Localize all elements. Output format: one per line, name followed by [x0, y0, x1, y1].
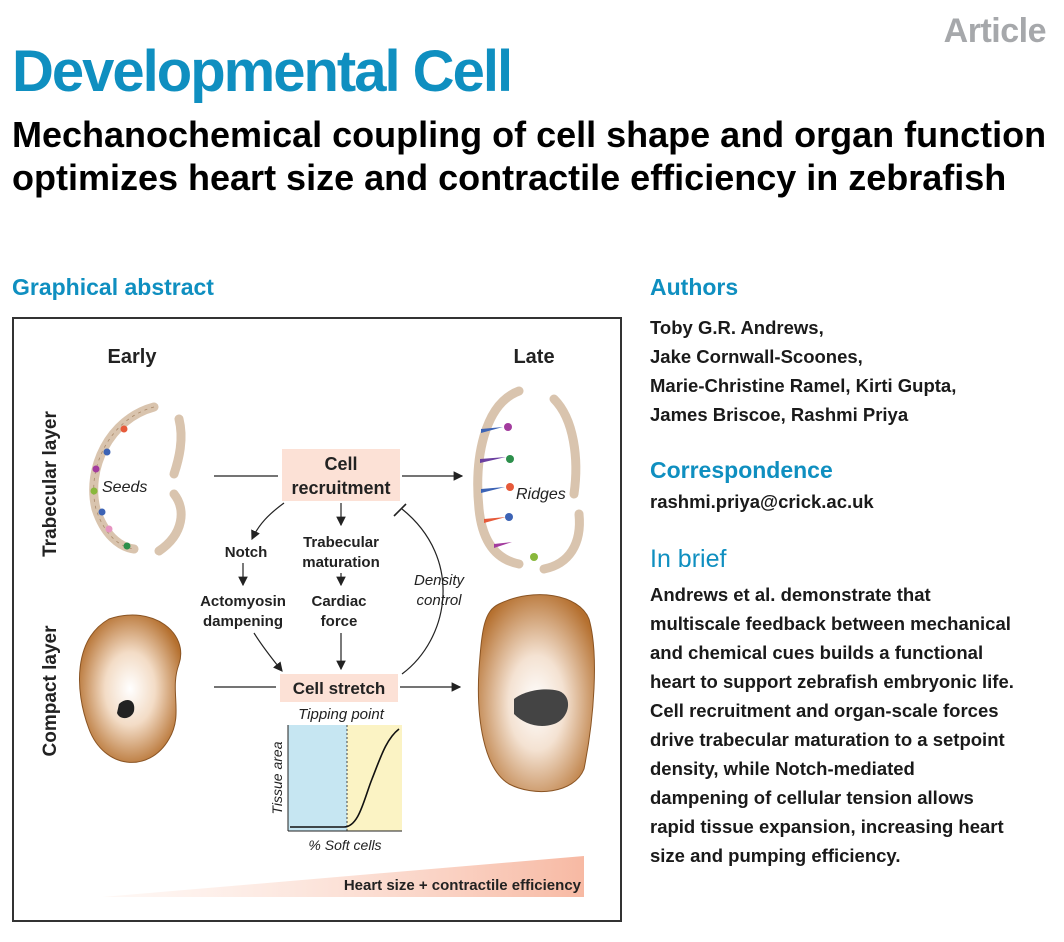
- late-compact-dark-patch: [514, 689, 569, 726]
- late-trabecular-tissue: [473, 386, 584, 574]
- in-brief-line: Andrews et al. demonstrate that: [650, 584, 931, 605]
- graphical-abstract-heading: Graphical abstract: [12, 274, 214, 300]
- in-brief-heading: In brief: [650, 545, 727, 573]
- correspondence-heading: Correspondence: [650, 457, 833, 483]
- compact-layer-label: Compact layer: [40, 625, 61, 757]
- in-brief-line: dampening of cellular tension allows: [650, 787, 974, 808]
- in-brief-line: heart to support zebrafish embryonic lif…: [650, 671, 1014, 692]
- author-line[interactable]: James Briscoe, Rashmi Priya: [650, 404, 909, 425]
- tissue-area-label: Tissue area: [269, 741, 285, 814]
- early-label: Early: [108, 346, 158, 368]
- early-trabecular-tissue: [89, 402, 186, 556]
- correspondence-email[interactable]: rashmi.priya@crick.ac.uk: [650, 491, 874, 512]
- cardiac-force-label: Cardiac: [311, 593, 366, 610]
- density-control-arrow: [401, 508, 444, 675]
- plot-region-yellow: [347, 725, 402, 831]
- tipping-point-label: Tipping point: [298, 706, 385, 723]
- in-brief-line: density, while Notch-mediated: [650, 758, 915, 779]
- late-label: Late: [513, 346, 554, 368]
- cell-recruitment-box: [282, 449, 400, 501]
- density-control-label: Density: [414, 572, 466, 589]
- plot-region-blue: [288, 725, 347, 831]
- sigmoid-curve: [290, 728, 400, 828]
- early-compact-dark-patch: [117, 699, 135, 719]
- in-brief-line: multiscale feedback between mechanical: [650, 613, 1011, 634]
- in-brief-line: size and pumping efficiency.: [650, 845, 901, 866]
- actomyosin-dampening-label: Actomyosin: [200, 593, 286, 610]
- cell-recruitment-label: Cell: [324, 454, 357, 474]
- author-line[interactable]: Marie-Christine Ramel, Kirti Gupta,: [650, 375, 957, 396]
- density-control-label: control: [416, 592, 462, 609]
- cardiac-force-label: force: [321, 613, 358, 630]
- actomyosin-dampening-label: dampening: [203, 613, 283, 630]
- author-line[interactable]: Toby G.R. Andrews,: [650, 317, 824, 338]
- trabecular-maturation-label: Trabecular: [303, 534, 379, 551]
- in-brief-line: rapid tissue expansion, increasing heart: [650, 816, 1004, 837]
- in-brief-line: and chemical cues builds a functional: [650, 642, 984, 663]
- article-title: Mechanochemical coupling of cell shape a…: [12, 114, 1047, 198]
- early-compact-tissue: [79, 614, 182, 763]
- in-brief-line: Cell recruitment and organ-scale forces: [650, 700, 999, 721]
- soft-cells-label: % Soft cells: [308, 837, 381, 853]
- inhibition-bar: [393, 503, 407, 517]
- authors-heading: Authors: [650, 274, 739, 300]
- in-brief-text: Andrews et al. demonstrate that multisca…: [650, 580, 1052, 870]
- heart-size-wedge: [102, 856, 584, 897]
- seeds-label: Seeds: [102, 479, 147, 496]
- in-brief-line: drive trabecular maturation to a setpoin…: [650, 729, 1005, 750]
- authors-list: Toby G.R. Andrews, Jake Cornwall-Scoones…: [650, 313, 1050, 429]
- cell-stretch-box: [280, 674, 398, 702]
- graphical-abstract-figure: Early Late Trabecular layer Compact laye…: [12, 317, 622, 922]
- cell-recruitment-label: recruitment: [291, 478, 390, 498]
- arrow: [253, 632, 283, 672]
- journal-name[interactable]: Developmental Cell: [12, 39, 513, 104]
- arrow: [251, 502, 285, 541]
- trabecular-maturation-label: maturation: [302, 554, 380, 571]
- heart-size-label: Heart size + contractile efficiency: [344, 877, 582, 894]
- ridges-label: Ridges: [516, 486, 566, 503]
- article-type-label: Article: [943, 12, 1047, 50]
- author-line[interactable]: Jake Cornwall-Scoones,: [650, 346, 863, 367]
- cell-stretch-label: Cell stretch: [293, 679, 386, 698]
- trabecular-layer-label: Trabecular layer: [40, 411, 61, 557]
- notch-label: Notch: [225, 544, 268, 561]
